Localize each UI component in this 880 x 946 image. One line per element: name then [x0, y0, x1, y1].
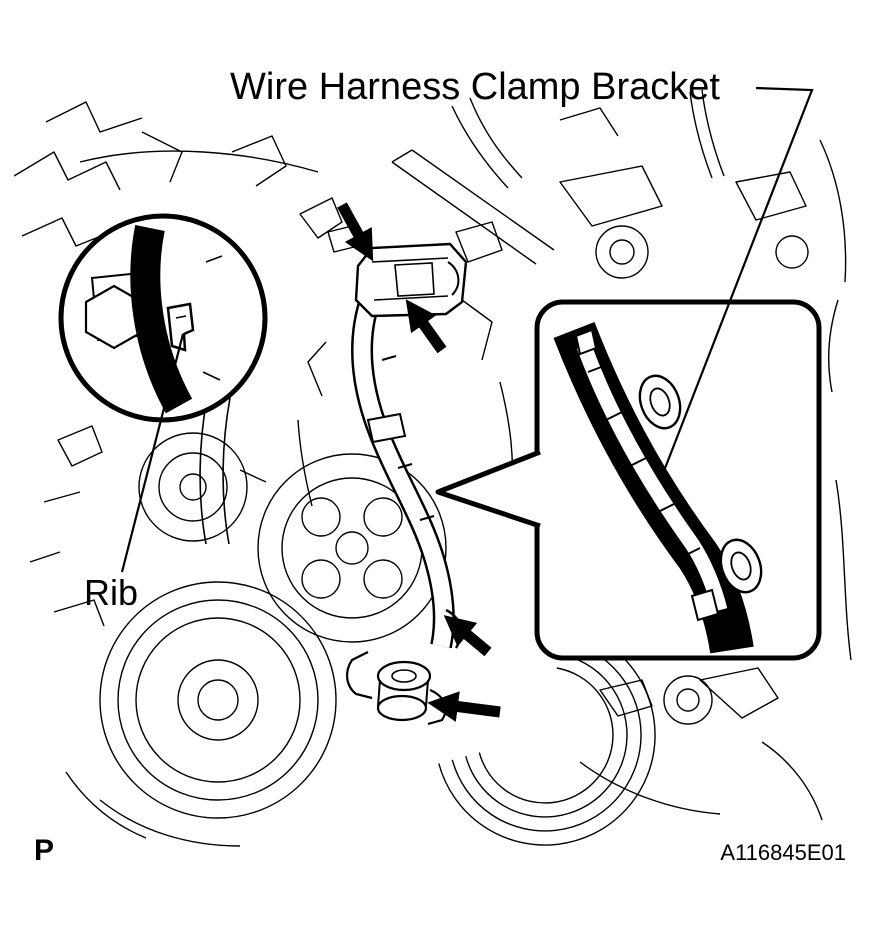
- belt-band-magnified: [130, 225, 193, 414]
- title-leader-line: [660, 86, 814, 477]
- ribbed-pulley: [478, 667, 614, 804]
- figure-code: A116845E01: [720, 840, 846, 865]
- rib-detail: [166, 302, 195, 352]
- rib-label: Rib: [84, 572, 139, 613]
- diagram-title: Wire Harness Clamp Bracket: [230, 66, 720, 108]
- top-clamp: [354, 242, 468, 318]
- callout-pointer: [435, 449, 541, 529]
- rib-leader-line: [120, 333, 185, 573]
- clamp-arrow-lower: [443, 615, 492, 657]
- clamp-arrows: [337, 202, 501, 722]
- left-magnifier: [58, 213, 268, 423]
- crankshaft-pulley: [99, 581, 337, 819]
- bracket-tab: [366, 412, 407, 444]
- drive-belt: [199, 397, 231, 545]
- wire-harness-bracket: [346, 242, 468, 726]
- clamp-arrow-upper: [405, 299, 447, 354]
- bracket-strip-face: [353, 297, 453, 648]
- engine-boss: [595, 225, 649, 279]
- idler-pulley: [138, 432, 248, 542]
- clamp-arrow-top: [337, 202, 374, 262]
- engine-line-art: [13, 89, 852, 847]
- clamp-knob-upper: [638, 374, 682, 430]
- water-pump-pulley: [257, 453, 447, 643]
- clamp-arrow-bottom: [427, 691, 501, 722]
- page-marker: P: [34, 834, 55, 867]
- bottom-bolt: [376, 660, 432, 692]
- bracket-face-magnified: [576, 343, 728, 612]
- callout-pointer-fill: [438, 448, 545, 528]
- clamp-knob-lower: [719, 538, 763, 594]
- right-callout: [435, 299, 822, 661]
